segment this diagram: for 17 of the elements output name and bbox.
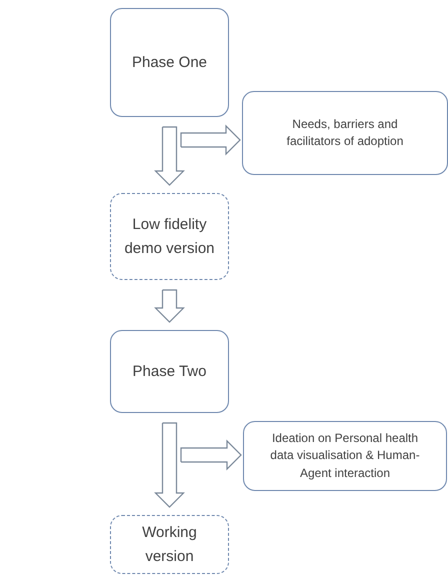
rounded-box — [243, 421, 447, 491]
rounded-box — [110, 8, 229, 117]
rounded-box — [242, 91, 448, 175]
block-arrow — [154, 289, 185, 323]
rounded-box — [110, 330, 229, 413]
node-label: Needs, barriers and facilitators of adoption — [286, 116, 404, 150]
block-arrow — [180, 124, 241, 156]
node-label: Phase Two — [132, 362, 208, 382]
node-label: Phase One — [130, 52, 208, 72]
node-label: Ideation on Personal health data visualisation & Human-Agent interaction — [269, 430, 421, 482]
dashed-box — [110, 193, 229, 280]
block-arrow — [180, 440, 242, 470]
node-label: Low fidelity demo version — [123, 214, 216, 258]
node-label: Working version — [141, 522, 198, 566]
block-arrow — [154, 126, 185, 186]
block-arrow — [154, 422, 185, 508]
dashed-box — [110, 515, 229, 574]
